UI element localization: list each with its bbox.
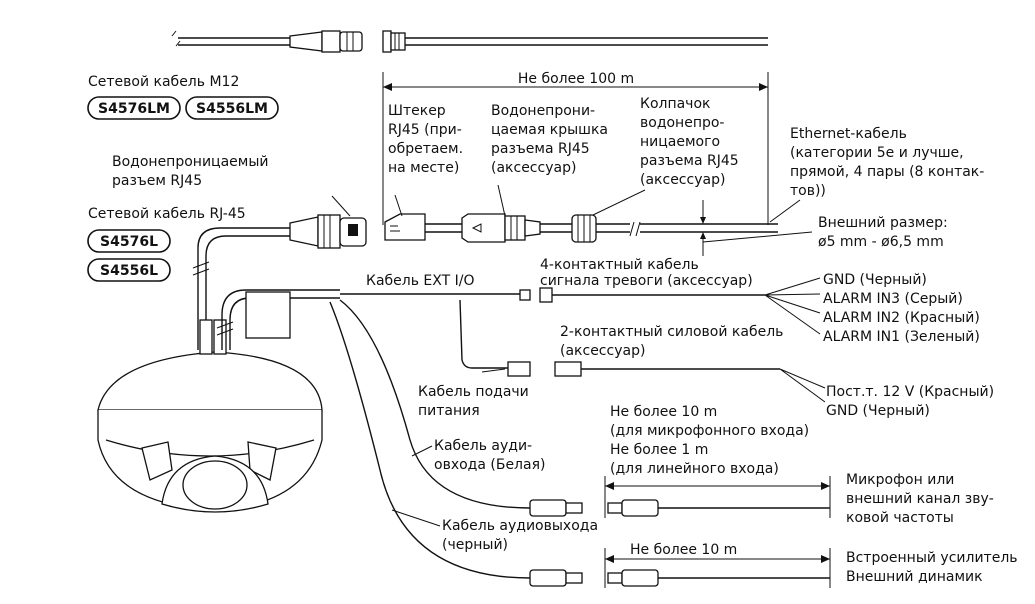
label-gnd-black: GND (Черный) [823, 272, 927, 288]
label-cover-3: разъема RJ45 [491, 141, 590, 157]
label-cap-5: (аксессуар) [640, 172, 725, 188]
badge-s4576l-text: S4576L [100, 234, 158, 250]
badge-s4556l-text: S4556L [100, 263, 158, 279]
label-mic-1: Микрофон или [846, 472, 954, 488]
speaker-cable-drawing [604, 548, 831, 588]
label-cap-1: Колпачок [640, 96, 710, 112]
mic-cable-drawing [604, 476, 831, 518]
m12-cable-drawing [171, 30, 768, 53]
label-cap-4: разъема RJ45 [640, 153, 739, 169]
label-rj45-plug-2: RJ45 (при- [388, 122, 462, 138]
label-power-2pin-2: (аксессуар) [560, 343, 645, 359]
label-ethernet-3: прямой, 4 пары (8 контак- [790, 164, 984, 180]
label-ethernet-2: (категории 5e и лучше, [790, 145, 964, 161]
label-rj45-cable: Сетевой кабель RJ-45 [88, 206, 246, 222]
label-waterproof-rj45-2: разъем RJ45 [112, 173, 202, 189]
label-rj45-plug-4: на месте) [388, 160, 459, 176]
label-power-feed-1: Кабель подачи [418, 384, 529, 400]
label-alarm-in1: ALARM IN1 (Зеленый) [823, 329, 980, 345]
label-power-2pin-1: 2-контактный силовой кабель [560, 324, 783, 340]
label-audio-in-2: овхода (Белая) [434, 457, 545, 473]
label-cover-4: (аксессуар) [491, 160, 576, 176]
label-alarm-in3: ALARM IN3 (Серый) [823, 291, 963, 307]
label-max-100m: Не более 100 m [518, 71, 634, 87]
label-power-feed-2: питания [418, 403, 480, 419]
label-audio-out-2: (черный) [442, 537, 508, 553]
badge-s4576lm-text: S4576LM [98, 101, 170, 117]
ext-io-drawing [216, 277, 826, 587]
label-audio-out-1: Кабель аудиовыхода [442, 518, 598, 534]
label-mic-2: внешний канал зву- [846, 491, 994, 507]
label-audio-in-1: Кабель ауди- [434, 438, 532, 454]
rj45-chain-drawing [384, 184, 813, 256]
label-outer-size-1: Внешний размер: [818, 215, 948, 231]
badge-s4556lm: S4556LM [185, 96, 279, 120]
label-ext-io: Кабель EXT I/O [366, 273, 474, 289]
label-m12-cable: Сетевой кабель M12 [88, 74, 239, 90]
label-rj45-plug-1: Штекер [388, 103, 446, 119]
label-alarm-in2: ALARM IN2 (Красный) [823, 310, 980, 326]
label-max-1m-line-2: (для линейного входа) [610, 461, 779, 477]
label-cover-2: цаемая крышка [491, 122, 608, 138]
badge-s4576lm: S4576LM [87, 96, 181, 120]
camera-dome-drawing [97, 319, 323, 513]
label-max-10m-mic-1: Не более 10 m [610, 404, 717, 420]
label-rj45-plug-3: обретаем. [388, 141, 463, 157]
label-alarm-cable-1: 4-контактный кабель [540, 257, 699, 273]
label-mic-3: ковой частоты [846, 510, 954, 526]
label-max-10m-mic-2: (для микрофонного входа) [610, 423, 809, 439]
dimension-100m [382, 72, 769, 225]
label-max-10m: Не более 10 m [630, 542, 737, 558]
label-alarm-cable-2: сигнала тревоги (аксессуар) [540, 273, 753, 289]
label-max-1m-line-1: Не более 1 m [610, 442, 708, 458]
badge-s4556lm-text: S4556LM [196, 101, 268, 117]
badge-s4556l: S4556L [87, 258, 171, 282]
label-dc12v: Пост.т. 12 V (Красный) [826, 384, 994, 400]
label-amp-1: Встроенный усилитель [846, 550, 1018, 566]
label-ethernet-4: тов)) [790, 183, 826, 199]
label-gnd-black-2: GND (Черный) [826, 403, 930, 419]
label-outer-size-2: ø5 mm - ø6,5 mm [818, 234, 944, 250]
rj45-connector-drawing [192, 195, 367, 350]
label-cap-3: ницаемого [640, 134, 720, 150]
label-amp-2: Внешний динамик [846, 569, 983, 585]
label-waterproof-rj45-1: Водонепроницаемый [112, 154, 268, 170]
label-ethernet-1: Ethernet-кабель [790, 126, 907, 142]
label-cover-1: Водонепрони- [491, 103, 595, 119]
badge-s4576l: S4576L [87, 229, 171, 253]
label-cap-2: водонепро- [640, 115, 725, 131]
